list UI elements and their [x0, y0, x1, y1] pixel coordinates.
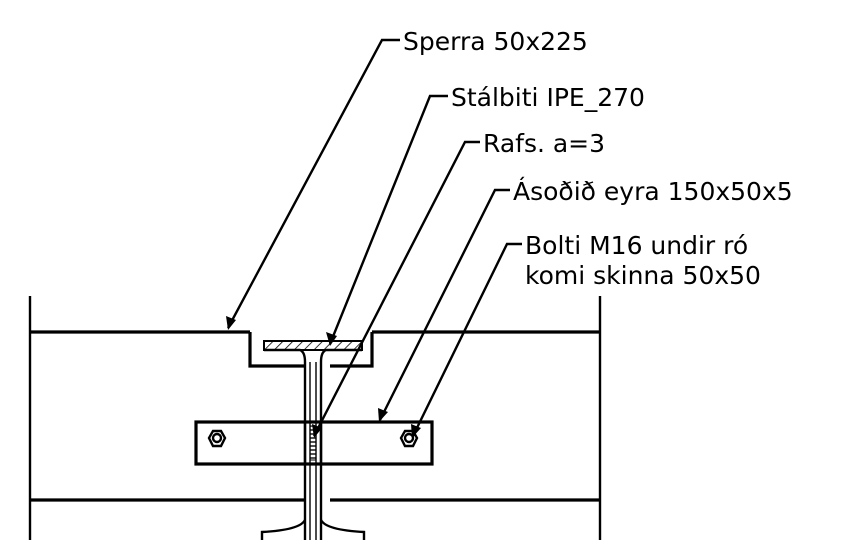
label-bolti-line2: komi skinna 50x50 [525, 261, 761, 290]
label-asodid: Ásoðið eyra 150x50x5 [513, 177, 793, 206]
leader-rafs [312, 140, 480, 438]
welded-lug [194, 420, 434, 466]
label-sperra: Sperra 50x225 [403, 27, 588, 56]
label-bolti-line1: Bolti M16 undir ró [525, 231, 748, 260]
leader-asodid [378, 188, 510, 422]
leader-sperra [226, 38, 400, 330]
leader-stalbiti [326, 94, 448, 346]
label-stalbiti: Stálbiti IPE_270 [451, 83, 645, 112]
label-rafs: Rafs. a=3 [483, 129, 605, 158]
top-flange-plate [263, 340, 363, 351]
bolt-left [207, 429, 227, 448]
rafter-notch [248, 332, 374, 368]
break-lines [28, 296, 602, 540]
rafter-right [330, 330, 600, 502]
rafter-left [30, 330, 305, 502]
leader-bolti [411, 242, 522, 438]
